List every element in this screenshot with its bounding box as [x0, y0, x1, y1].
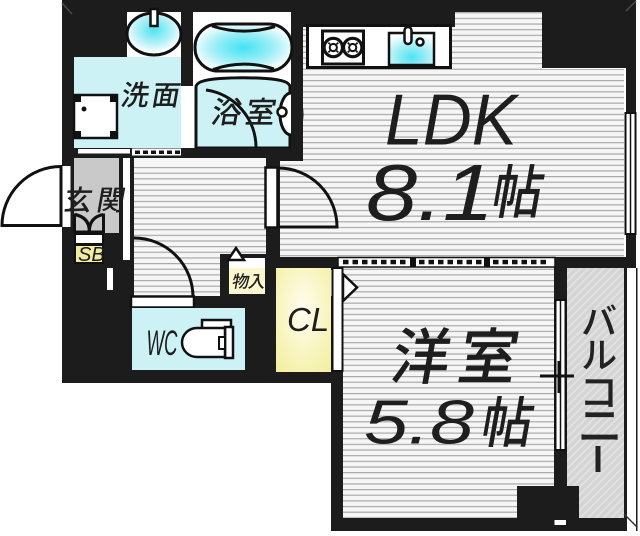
svg-text:5.8: 5.8	[364, 389, 475, 458]
svg-text:LDK: LDK	[385, 81, 520, 161]
svg-text:WC: WC	[147, 324, 178, 363]
svg-text:SB: SB	[78, 244, 105, 266]
svg-text:8.1: 8.1	[366, 148, 494, 237]
svg-text:CL: CL	[287, 301, 329, 338]
